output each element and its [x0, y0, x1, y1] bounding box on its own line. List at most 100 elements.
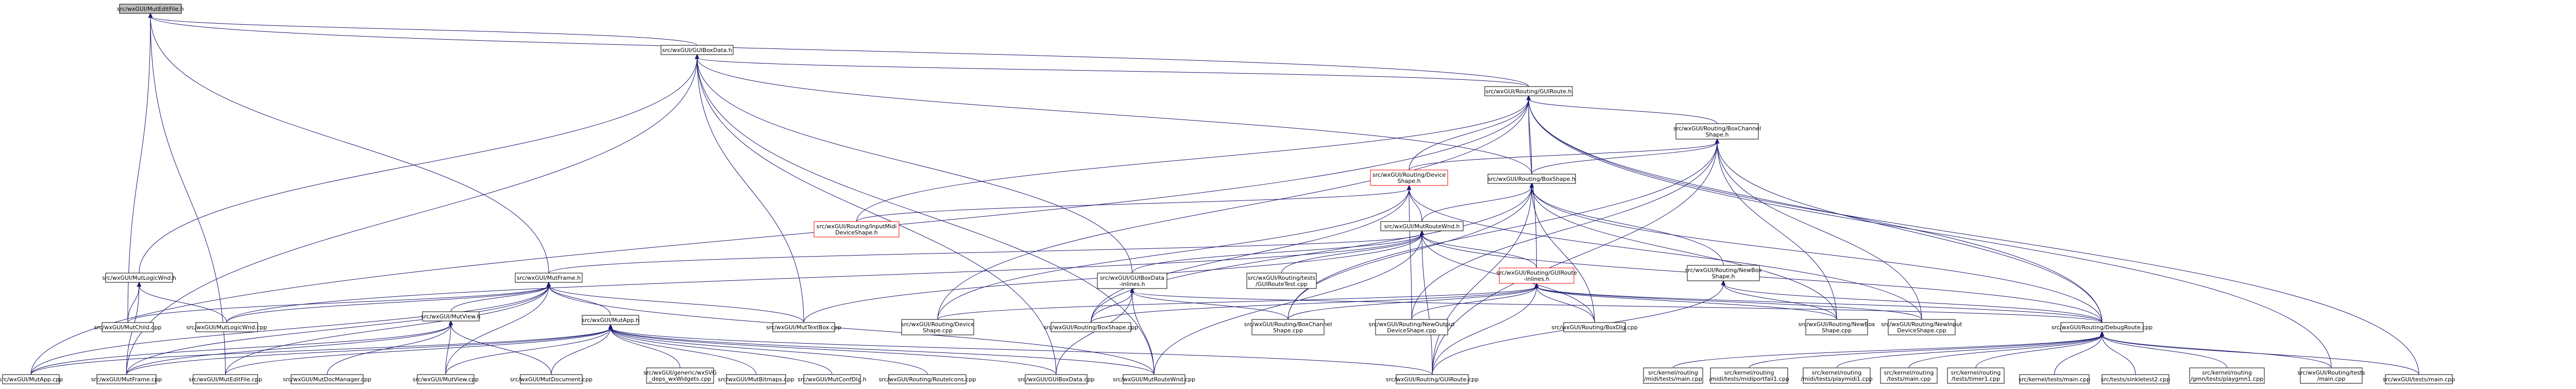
graph-node-n39[interactable]: src/wxGUI/Routing/GUIRoute.cpp	[1386, 374, 1479, 384]
graph-node-n27[interactable]: src/wxGUI/MutApp.cpp	[0, 374, 63, 384]
graph-node-n42[interactable]: src/kernel/routing/midi/tests/playmidi1.…	[1801, 367, 1873, 384]
graph-node-n23[interactable]: src/wxGUI/Routing/BoxDlg.cpp	[1551, 322, 1638, 332]
graph-edge	[1409, 98, 1529, 171]
graph-node-n8[interactable]: src/wxGUI/MutLogicWnd.h	[102, 273, 176, 283]
graph-edge	[1723, 283, 1837, 320]
graph-node-n15[interactable]: src/wxGUI/MutView.h	[421, 311, 481, 322]
node-label: Shape.h	[1398, 178, 1421, 184]
graph-edge	[1717, 142, 1922, 320]
graph-edge	[551, 327, 611, 375]
graph-node-n19[interactable]: src/wxGUI/Routing/DeviceShape.cpp	[901, 319, 975, 335]
graph-edge	[548, 285, 611, 316]
graph-node-n34[interactable]: src/wxGUI/MutBitmaps.cpp	[718, 374, 794, 384]
graph-node-n14[interactable]: src/wxGUI/MutChild.cpp	[94, 322, 162, 332]
graph-edge	[610, 327, 1057, 375]
node-box	[1370, 170, 1448, 186]
graph-node-n2[interactable]: src/wxGUI/Routing/GUIRoute.h	[1484, 86, 1573, 96]
graph-node-n1[interactable]: src/wxGUI/GUIBoxData.h	[660, 45, 734, 55]
graph-node-n18[interactable]: src/wxGUI/MutTextBox.cpp	[766, 322, 841, 332]
node-box	[646, 367, 714, 384]
node-label: src/wxGUI/Routing/DebugRoute.cpp	[2052, 324, 2153, 331]
graph-node-n5[interactable]: src/wxGUI/Routing/BoxShape.h	[1487, 174, 1576, 184]
edge-layer	[30, 12, 2419, 375]
graph-node-n40[interactable]: src/kernel/routing/midi/tests/main.cpp	[1643, 367, 1703, 384]
graph-node-n36[interactable]: src/wxGUI/Routing/RouteIcons.cpp	[879, 374, 976, 384]
graph-edge	[1287, 142, 1718, 320]
node-box	[515, 273, 583, 283]
node-box	[2, 374, 60, 384]
graph-node-n38[interactable]: src/wxGUI/MutRouteWnd.cpp	[1113, 374, 1195, 384]
node-label: src/wxGUI/GUIBoxData.cpp	[1018, 376, 1095, 383]
graph-node-n7[interactable]: src/wxGUI/MutRouteWnd.h	[1380, 221, 1464, 231]
graph-node-n47[interactable]: src/kernel/routing/gmn/tests/playgmn1.cp…	[2189, 367, 2265, 384]
graph-node-n45[interactable]: src/kernel/tests/main.cpp	[2019, 374, 2090, 384]
node-box	[582, 315, 639, 325]
graph-node-n30[interactable]: src/wxGUI/MutDocManager.cpp	[283, 374, 371, 384]
graph-edge	[127, 285, 549, 323]
node-label: src/wxGUI/Routing/NewBox	[1685, 267, 1762, 274]
graph-node-n20[interactable]: src/wxGUI/Routing/BoxShape.cpp	[1044, 322, 1138, 332]
graph-node-n26[interactable]: src/wxGUI/Routing/DebugRoute.cpp	[2052, 322, 2153, 332]
graph-node-n12[interactable]: src/wxGUI/Routing/GUIRoute-inlines.h	[1496, 267, 1577, 284]
graph-node-n16[interactable]: src/wxGUI/MutApp.h	[582, 315, 639, 325]
node-label: src/kernel/tests/main.cpp	[2019, 376, 2090, 383]
graph-edge	[1287, 186, 1532, 320]
node-label: /midi/tests/midiportfail1.cpp	[1709, 376, 1789, 382]
graph-node-n46[interactable]: src/tests/sinkletest2.cpp	[2101, 374, 2170, 384]
node-label: src/wxGUI/Routing/NewInput	[1881, 321, 1962, 328]
graph-node-n17[interactable]: src/wxGUI/MutLogicWnd.cpp	[187, 322, 267, 332]
graph-node-n41[interactable]: src/kernel/routing/midi/tests/midiportfa…	[1709, 367, 1789, 384]
graph-node-n9[interactable]: src/wxGUI/MutFrame.h	[515, 273, 583, 283]
node-label: src/wxGUI/Routing/InputMidi	[817, 223, 897, 230]
graph-node-n10[interactable]: src/wxGUI/GUIBoxData-inlines.h	[1097, 273, 1167, 289]
edge-arrowhead	[1534, 282, 1539, 288]
node-label: Shape.h	[1706, 131, 1729, 138]
graph-node-n4[interactable]: src/wxGUI/Routing/DeviceShape.h	[1370, 170, 1448, 186]
node-label: Shape.cpp	[923, 327, 953, 334]
node-box	[119, 4, 182, 14]
graph-edge	[1409, 188, 1412, 320]
node-label: /tests/main.cpp	[1887, 376, 1930, 382]
graph-node-n31[interactable]: src/wxGUI/MutView.cpp	[413, 374, 479, 384]
graph-node-n33[interactable]: src/wxGUI/generic/wxSVG_deps_wxWidgets.c…	[643, 367, 717, 384]
graph-node-n28[interactable]: src/wxGUI/MutFrame.cpp	[91, 374, 162, 384]
graph-node-n11[interactable]: src/wxGUI/Routing/tests/GUIRouteTest.cpp	[1246, 273, 1317, 289]
graph-edge	[1281, 233, 1422, 274]
node-box	[660, 45, 734, 55]
graph-node-n48[interactable]: src/wxGUI/Routing/tests/main.cpp	[2297, 367, 2365, 384]
graph-edge	[1531, 186, 1595, 323]
graph-edge	[856, 98, 1529, 222]
graph-edge	[1531, 142, 1718, 175]
graph-edge	[150, 16, 1529, 87]
graph-edge	[1536, 286, 2103, 323]
node-box	[105, 273, 173, 283]
graph-node-n43[interactable]: src/kernel/routing/tests/main.cpp	[1880, 367, 1938, 384]
graph-node-n44[interactable]: src/kernel/routing/tests/timer1.cpp	[1947, 367, 2005, 384]
graph-node-n22[interactable]: src/wxGUI/Routing/NewOutputDeviceShape.c…	[1369, 319, 1455, 335]
graph-node-n49[interactable]: src/wxGUI/tests/main.cpp	[2383, 374, 2455, 384]
graph-node-n35[interactable]: src/wxGUI/MutConfDlg.h	[798, 374, 867, 384]
graph-edge	[1528, 98, 1718, 124]
graph-edge	[126, 327, 611, 375]
node-label: src/kernel/routing	[1884, 369, 1934, 376]
graph-edge	[610, 327, 1155, 375]
graph-edge	[1673, 334, 2103, 368]
graph-node-n32[interactable]: src/wxGUI/MutDocument.cpp	[510, 374, 592, 384]
graph-edge	[1421, 233, 2103, 323]
node-label: /midi/tests/playmidi1.cpp	[1801, 376, 1872, 382]
edge-arrowhead	[1721, 280, 1726, 285]
graph-edge	[2054, 334, 2103, 375]
graph-edge	[30, 285, 549, 375]
graph-node-n25[interactable]: src/wxGUI/Routing/NewInputDeviceShape.cp…	[1881, 319, 1962, 335]
graph-node-n37[interactable]: src/wxGUI/GUIBoxData.cpp	[1018, 374, 1095, 384]
graph-node-n29[interactable]: src/wxGUI/MutEditFile.cpp	[189, 374, 262, 384]
node-box	[1484, 86, 1573, 96]
node-label: src/wxGUI/Routing/BoxDlg.cpp	[1551, 324, 1637, 331]
node-box	[2300, 367, 2363, 384]
node-label: -inlines.h	[1523, 276, 1549, 282]
